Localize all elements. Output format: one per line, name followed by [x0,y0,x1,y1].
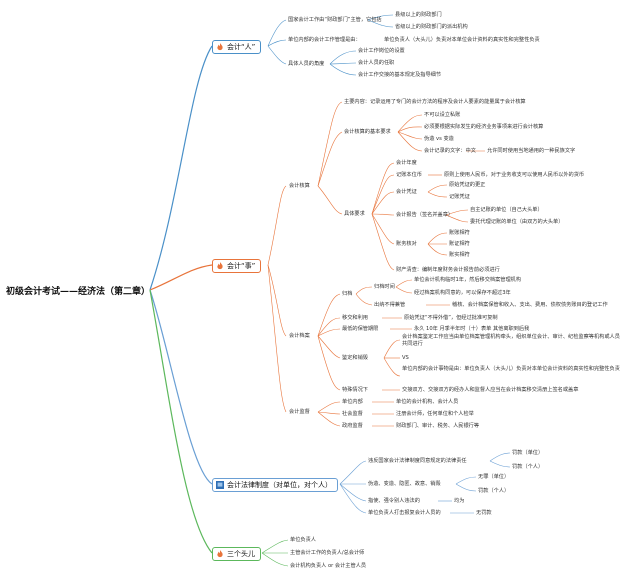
node-unit-head[interactable]: 单位负责人 [290,537,316,543]
node-no-lending[interactable]: 原始凭证“不得外借”，但经过批准可复制 [404,315,498,321]
node-transfer-use[interactable]: 移交和利用 [342,315,368,321]
node-books-match[interactable]: 账账相符 [449,230,470,236]
node-fine-person[interactable]: 罚款（个人） [478,488,510,494]
branch-three-heads[interactable]: 三个头儿 [212,547,261,561]
node-no-fine[interactable]: 无罚款 [476,510,492,516]
branch-accounting-people[interactable]: 会计“人” [212,40,262,54]
node-county-finance[interactable]: 县级以上的财政部门 [395,12,442,18]
node-appraisal-destruction[interactable]: 鉴定和销毁 [342,355,368,361]
node-appraisal-lead[interactable]: 会计档案鉴定工作应当由单位档案管理机构牵头，组织单位会计、审计、纪检监察等机构或… [402,334,620,347]
node-vouchers[interactable]: 会计凭证 [396,189,417,195]
node-all-apply[interactable]: 均为 [454,498,465,504]
node-personnel-view[interactable]: 具体人员的角度 [288,61,325,67]
node-social-supervision[interactable]: 社会监督 [342,411,363,417]
node-accounting-dept-head[interactable]: 会计机构负责人 or 会计主管人员 [290,563,367,569]
node-accounting-archives[interactable]: 会计档案 [289,333,310,339]
root-topic[interactable]: 初级会计考试——经济法（第二章） [6,287,151,297]
node-self-bookkeeping[interactable]: 自主记账的单位（自己大头单） [470,207,543,213]
node-fine-unit[interactable]: 罚款（单位） [512,450,544,456]
node-instigation[interactable]: 指使、强令别人违法的 [368,498,420,504]
node-cashier-restriction[interactable]: 出纳不得兼管 [374,302,406,308]
node-agent-bookkeeping[interactable]: 委托代理记账的单位（由双方的大头单） [470,219,564,225]
node-accounting-core[interactable]: 会计核算 [289,183,310,189]
node-no-private-books[interactable]: 不可以设立私账 [424,112,461,118]
node-staff-appointment[interactable]: 会计人员的任职 [358,60,395,66]
node-cpa-report[interactable]: 注册会计师，任何单位和个人检举 [396,411,474,417]
node-province-agency[interactable]: 省级以上的财政部门的派出机构 [395,24,468,30]
node-actual-transactions[interactable]: 必须要根据实际发生的经济业务事项来进行会计核算 [424,124,544,130]
flame-icon [217,262,223,270]
node-rmb-rule[interactable]: 原则上使用人民币，对于业务收支可以使用人民币以外的货币 [444,172,585,178]
node-retention-period[interactable]: 最低的保管期限 [342,326,379,332]
node-unit-head-responsibility[interactable]: 单位负责人（大头儿）负责对本单位会计资料的真实性和完整性负责 [384,37,540,43]
node-books-asset-match[interactable]: 账实相符 [449,252,470,258]
node-account-reconcile[interactable]: 账务核对 [396,241,417,247]
flame-icon [217,550,223,558]
branch-label: 三个头儿 [227,550,255,558]
node-government-bodies[interactable]: 财政部门、审计、税务、人民银行等 [396,423,480,429]
node-government-supervision[interactable]: 政府监督 [342,423,363,429]
connectors-b3 [339,452,511,514]
node-main-content[interactable]: 主要内容：记录运用了专门的会计方法的程序及会计人要素的能量属于会计核算 [344,99,526,105]
node-fine-individual[interactable]: 罚款（个人） [512,464,544,470]
node-special-cases[interactable]: 特殊情况下 [342,387,368,393]
node-legal-liability[interactable]: 违反国家会计法律制度同意规定的法律责任 [368,458,467,464]
node-minority-language[interactable]: 允许同时使用当地通用的一种民族文字 [487,148,576,154]
node-base-currency[interactable]: 记账本位币 [396,172,422,178]
node-internal-staff[interactable]: 单位的会计机构、会计人员 [396,399,459,405]
connectors-b1 [267,14,394,76]
node-filing-one-year[interactable]: 单位会计机构临时1年，然后移交档案管理机构 [414,277,522,283]
node-internal-supervision[interactable]: 单位内部 [342,399,363,405]
node-chief-accountant[interactable]: 主管会计工作的负责人/总会计师 [290,550,365,556]
node-basic-requirements[interactable]: 会计核算的基本要求 [344,129,391,135]
node-cashier-duties[interactable]: 稽核、会计档案保管和收入、支出、费用、债权债务账目的登记工作 [452,302,608,308]
connector-root-b3 [149,289,213,485]
node-original-voucher-fix[interactable]: 原始凭证的更正 [449,182,486,188]
node-filing-three-years[interactable]: 经过档案机构同意的，可以保存不超过3年 [414,290,511,296]
branch-label: 会计“人” [227,43,256,51]
node-accounting-supervision[interactable]: 会计监督 [289,409,310,415]
node-no-crime-unit[interactable]: 无罪（单位） [478,474,510,480]
node-fiscal-year[interactable]: 会计年度 [396,160,417,166]
branch-label: 会计“事” [227,262,256,270]
node-versus[interactable]: VS [402,355,409,361]
node-forge-vs-alter[interactable]: 伪造 vs 变造 [424,136,454,142]
node-filing[interactable]: 归档 [342,291,353,297]
connectors-b2 [267,101,485,427]
node-handover-signature[interactable]: 交接双方、交接双方的经办人和监督人应当在会计档案移交清册上签名或盖章 [402,387,579,393]
branch-legal-system[interactable]: 会计法律制度（对单位，对个人） [212,478,338,492]
node-property-inventory[interactable]: 财产清查：编制年度财务会计报告前必须进行 [396,267,500,273]
connector-root-b2 [149,264,213,291]
connector-root-b4 [149,289,213,554]
node-books-voucher-match[interactable]: 账证相符 [449,241,470,247]
connectors-b4 [261,539,289,567]
connector-root-b1 [149,45,213,291]
node-forgery-destruction[interactable]: 伪造、变造、隐匿、故意、销毁 [368,481,441,487]
node-filing-time[interactable]: 归档时间 [374,284,395,290]
node-bookkeeping-voucher[interactable]: 记账凭证 [449,194,470,200]
node-internal-management[interactable]: 单位内部的会计工作管理是由： [288,37,361,43]
node-retention-values[interactable]: 永久 10年 月季半年时（十）表单 其他离职到后我 [414,326,530,332]
branch-accounting-affairs[interactable]: 会计“事” [212,259,262,273]
flag-icon [216,481,224,489]
node-specific-requirements[interactable]: 具体要求 [344,211,365,217]
flame-icon [217,43,223,51]
node-finance-dept[interactable]: 国家会计工作由“财政部门”主管，它包括 [288,17,382,23]
node-accounting-report[interactable]: 会计报告（签名并盖章） [396,212,454,218]
node-post-setup[interactable]: 会计工作岗位的设置 [358,48,405,54]
branch-label: 会计法律制度（对单位，对个人） [227,481,332,489]
node-unit-head-archive[interactable]: 单位内部的会计事物是由：单位负责人（大头儿）负责对本单位会计资料的真实性和完整性… [402,366,620,372]
node-record-language[interactable]: 会计记录的文字：中文 [424,148,476,154]
node-handover-rules[interactable]: 会计工作交接的基本规定及指导细节 [358,72,442,78]
node-retaliation[interactable]: 单位负责人打击报复会计人员的 [368,510,441,516]
